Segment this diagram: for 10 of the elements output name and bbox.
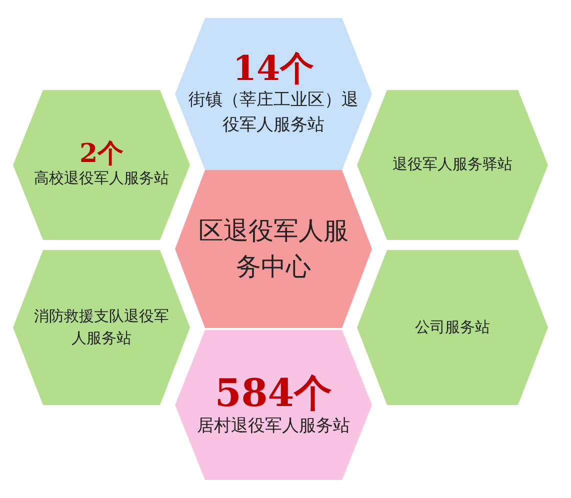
- count-number: 14个: [232, 50, 314, 88]
- station-label: 高校退役军人服务站: [34, 168, 169, 190]
- station-label: 退役军人服务驿站: [392, 154, 512, 176]
- count-number: 2个: [79, 140, 124, 168]
- count-number: 584个: [214, 372, 332, 414]
- station-label: 公司服务站: [415, 316, 490, 338]
- center-title: 区退役军人服务中心: [198, 214, 350, 283]
- station-label: 街镇（莘庄工业区）退役军人服务站: [188, 89, 358, 137]
- station-label: 消防救援支队退役军人服务站: [33, 306, 170, 348]
- station-label: 居村退役军人服务站: [197, 414, 350, 438]
